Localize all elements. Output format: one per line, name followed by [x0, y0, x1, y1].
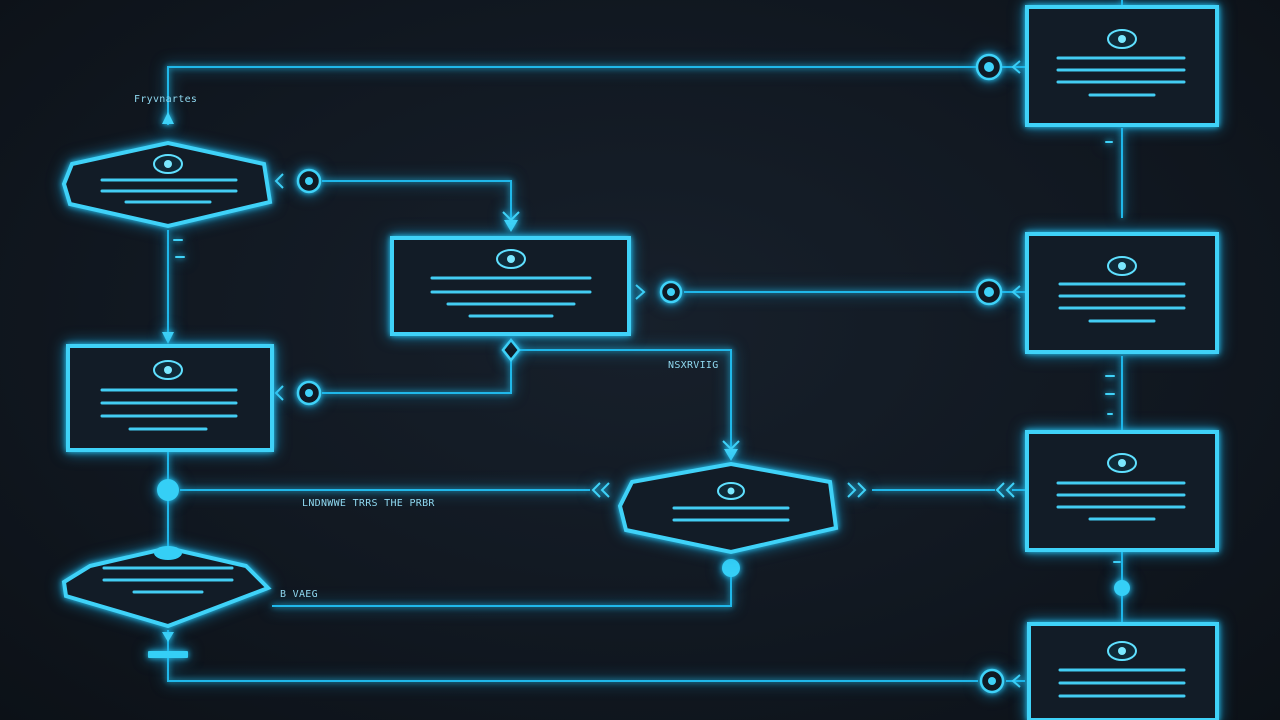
arrow-center-hex-in-2: [600, 482, 610, 498]
eye-icon: [1107, 29, 1137, 49]
bottom-left-base-bar: [148, 651, 188, 658]
connector-center-to-hex: [511, 349, 732, 452]
arrow-down-center-hex: [724, 449, 738, 461]
eye-icon: [496, 249, 526, 269]
circle-connectors: [157, 53, 1130, 694]
left-junction-node[interactable]: [157, 479, 179, 501]
node-right-box-1[interactable]: [1025, 5, 1219, 127]
center-box-junction-diamond: [501, 337, 521, 363]
circle-connector-icon[interactable]: [975, 278, 1003, 306]
arrow-down-bottom-hex: [162, 632, 174, 642]
eye-icon: [1107, 453, 1137, 473]
node-right-box-2[interactable]: [1025, 232, 1219, 354]
eye-icon: [153, 360, 183, 380]
node-right-box-4[interactable]: [1027, 622, 1219, 720]
bottom-hex-top-dot: [154, 546, 182, 560]
right-vertical-node[interactable]: [1114, 580, 1130, 596]
arrow-left-box-out: [274, 385, 284, 401]
arrow-tick-center-hex: [722, 440, 740, 451]
connector-bottom-loop: [167, 630, 978, 682]
connector-left-box-to-center: [322, 352, 512, 394]
arrow-center-hex-out-1: [847, 482, 857, 498]
circle-connector-icon[interactable]: [979, 668, 1005, 694]
node-center-box[interactable]: [390, 236, 631, 336]
label-top-left: Fryvnartes: [134, 94, 197, 105]
arrowheads: [148, 60, 1121, 688]
node-center-hexagon[interactable]: [617, 461, 839, 555]
connection-lines: [167, 0, 1123, 682]
node-right-box-3[interactable]: [1025, 430, 1219, 552]
eye-icon: [1107, 641, 1137, 661]
arrow-down-left-box: [162, 332, 174, 344]
eye-icon: [153, 154, 183, 174]
circle-connector-icon[interactable]: [975, 53, 1003, 81]
center-hex-bottom-node[interactable]: [722, 559, 740, 577]
arrow-bottom-right-in: [1011, 674, 1021, 688]
label-middle: NSXRVIIG: [668, 360, 719, 371]
arrow-left-hex-out: [274, 173, 284, 189]
node-left-box[interactable]: [66, 344, 274, 452]
circle-connector-icon[interactable]: [296, 168, 322, 194]
arrow-center-hex-out-2: [857, 482, 867, 498]
eye-icon: [717, 482, 745, 500]
node-left-top-hexagon[interactable]: [61, 140, 273, 229]
arrow-top-right-in: [1011, 60, 1021, 74]
circle-connector-icon[interactable]: [659, 280, 683, 304]
arrow-tick-center-box: [502, 211, 520, 222]
arrow-right-box2-in: [1011, 285, 1021, 299]
node-bottom-left-hexagon[interactable]: [61, 545, 272, 629]
arrow-center-hex-in-1: [591, 482, 601, 498]
arrow-center-box-out: [635, 284, 646, 300]
label-connection: LNDNWWE TRRS THE PRBR: [302, 498, 435, 509]
connector-hex-to-center-box: [322, 180, 512, 225]
arrow-up-top-left: [162, 112, 174, 124]
connector-bottom-hex-to-center: [272, 570, 732, 607]
label-bottom-left: B VAEG: [280, 589, 318, 600]
arrow-right-box3-in-2: [1005, 482, 1015, 498]
circle-connector-icon[interactable]: [296, 380, 322, 406]
arrow-right-box3-in: [995, 482, 1005, 498]
arrow-down-center-box: [504, 220, 518, 232]
connector-top-loop: [167, 66, 990, 125]
eye-icon: [1107, 256, 1137, 276]
